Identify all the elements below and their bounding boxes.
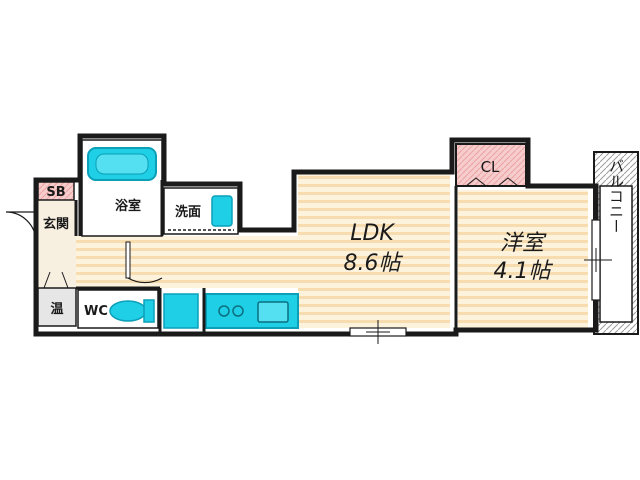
toilet-label: WC [84,304,108,319]
entrance-label: 玄関 [43,216,69,232]
balcony-label: バルコニー [607,159,625,234]
western-size: 4.1帖 [494,259,554,284]
ldk-size: 8.6帖 [344,251,404,276]
window-bottom-mark [366,320,390,344]
closet-door-swing [465,177,519,187]
washroom-label: 洗面 [175,204,201,220]
kitchen-counter [205,293,299,329]
ldk-name: LDK [350,221,395,246]
entrance-floor [36,200,76,288]
washroom [163,187,239,235]
hallway-floor [70,236,300,288]
entrance-door [5,211,37,243]
window-right-mark [584,248,612,272]
western-name: 洋室 [500,231,547,256]
closet-label: CL [481,158,500,176]
balcony [593,151,639,335]
toilet-room [77,289,159,329]
bath-label: 浴室 [115,198,141,214]
shoebox-label: SB [46,185,65,200]
stove-burner-2 [232,305,244,317]
interior-walls [74,180,458,334]
bathroom [81,139,163,237]
heater-door-swing [43,271,69,289]
wash-basin [211,195,233,227]
fridge-space [163,293,199,329]
stove-burner-1 [218,305,230,317]
heater-label: 温 [50,302,63,317]
western-room-floor [458,190,588,328]
doors [5,211,163,284]
toilet-bowl [109,300,147,322]
kitchen-sink [257,301,289,323]
ldk-floor [298,174,450,328]
